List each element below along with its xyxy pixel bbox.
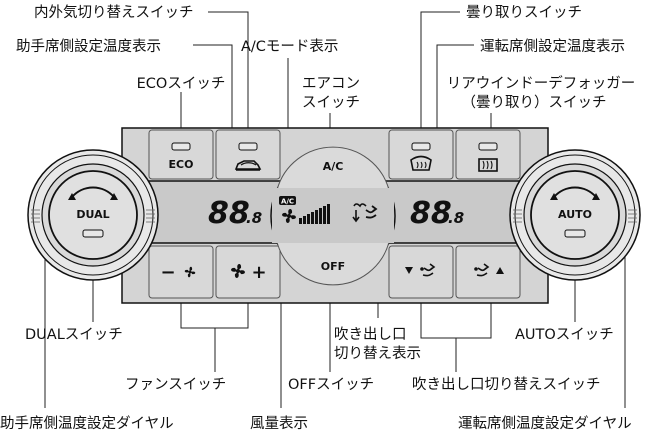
outlet-mode-icon <box>352 203 378 223</box>
rotate-arrow-icon <box>553 186 597 198</box>
outlet-left-icon <box>405 263 436 277</box>
ac-button-label: A/C <box>323 160 344 173</box>
label-outlet-display-2: 切り替え表示 <box>334 345 421 362</box>
label-eco-switch: ECOスイッチ <box>137 76 226 92</box>
fan-up-button[interactable] <box>215 245 281 299</box>
driver-temp-dial[interactable]: AUTO <box>509 149 641 281</box>
recirc-car-icon <box>234 160 262 171</box>
callout-labels: 内外気切り替えスイッチ 助手席側設定温度表示 ECOスイッチ A/Cモード表示 … <box>0 4 635 432</box>
fan-level-bars <box>299 204 330 224</box>
defog-button[interactable] <box>388 129 454 180</box>
off-button-label: OFF <box>321 260 345 273</box>
off-button[interactable] <box>276 241 390 286</box>
label-driver-temp-display: 運転席側設定温度表示 <box>480 38 625 55</box>
label-dual-switch: DUALスイッチ <box>25 327 123 343</box>
label-auto-switch: AUTOスイッチ <box>515 327 614 343</box>
recirc-button[interactable] <box>215 129 281 180</box>
label-outlet-switch: 吹き出し口切り替えスイッチ <box>412 376 601 393</box>
rear-defogger-icon <box>478 158 498 172</box>
label-rear-defogger-2: （曇り取り）スイッチ <box>462 94 607 111</box>
ac-button[interactable] <box>276 146 390 191</box>
label-rear-defogger-1: リアウインドーデフォッガー <box>447 74 636 92</box>
label-off-switch: OFFスイッチ <box>288 377 374 393</box>
auto-button-label: AUTO <box>558 208 592 221</box>
fan-level-icon <box>282 209 296 223</box>
label-fan-switch: ファンスイッチ <box>125 377 226 393</box>
fan-large-icon <box>231 264 245 278</box>
recirc-indicator <box>238 142 258 151</box>
rear-defogger-indicator <box>478 142 498 151</box>
rear-defogger-button[interactable] <box>455 129 521 180</box>
label-aircon-switch-2: スイッチ <box>302 95 360 111</box>
outlet-right-button[interactable] <box>455 245 521 299</box>
passenger-temp-decimal: .8 <box>246 209 262 227</box>
fan-down-button[interactable] <box>148 245 214 299</box>
label-aircon-switch-1: エアコン <box>302 76 360 92</box>
label-ac-mode-display: A/Cモード表示 <box>241 38 338 55</box>
label-passenger-temp-display: 助手席側設定温度表示 <box>16 38 161 55</box>
eco-button[interactable] <box>148 129 214 180</box>
rotate-arrow-icon <box>71 186 115 198</box>
label-driver-dial: 運転席側温度設定ダイヤル <box>458 415 632 432</box>
defog-icon <box>410 155 432 171</box>
eco-indicator <box>171 142 191 151</box>
fan-plus-label: + <box>251 262 266 283</box>
label-fan-display: 風量表示 <box>250 415 308 432</box>
outlet-right-icon <box>474 263 504 277</box>
ac-mode-indicator: A/C <box>281 198 294 206</box>
driver-dial-knurl <box>513 209 637 223</box>
defog-indicator <box>411 142 431 151</box>
ac-mode-indicator-box <box>279 196 296 205</box>
label-recirc-switch: 内外気切り替えスイッチ <box>34 4 194 21</box>
dual-indicator[interactable] <box>82 229 104 238</box>
label-defog-switch: 曇り取りスイッチ <box>466 4 582 21</box>
driver-temp-digits: 88 <box>410 196 452 231</box>
auto-indicator[interactable] <box>564 229 586 238</box>
passenger-dial-knurl <box>31 209 155 223</box>
outlet-left-button[interactable] <box>388 245 454 299</box>
control-panel: ECO A/C OFF 88 .8 88 .8 A/C <box>119 127 551 304</box>
fan-minus-label: − <box>160 262 175 283</box>
dual-button-label: DUAL <box>76 208 109 221</box>
label-outlet-display-1: 吹き出し口 <box>334 326 407 343</box>
driver-temp-decimal: .8 <box>448 209 464 227</box>
passenger-temp-digits: 88 <box>208 196 250 231</box>
passenger-temp-dial[interactable]: DUAL <box>27 149 159 281</box>
eco-button-label: ECO <box>169 158 194 171</box>
label-passenger-dial: 助手席側温度設定ダイヤル <box>0 415 174 432</box>
fan-small-icon <box>184 266 196 278</box>
